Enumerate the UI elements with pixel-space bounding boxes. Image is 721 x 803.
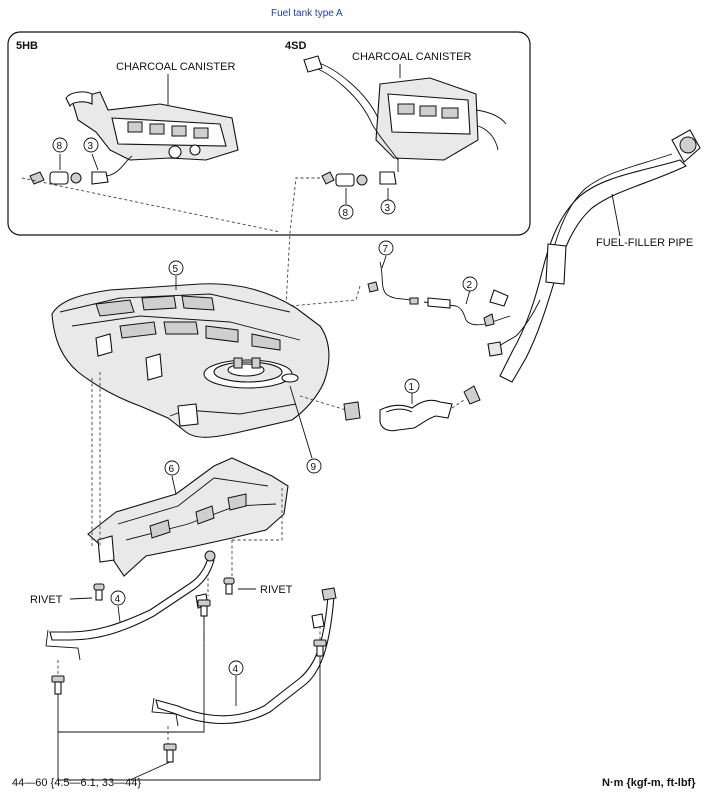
callout-1: 1 bbox=[409, 382, 415, 393]
bolt-3 bbox=[163, 743, 177, 763]
breather-hose-7 bbox=[367, 261, 411, 301]
rivet-left-label: RIVET bbox=[30, 594, 63, 606]
variant-4sd-label: 4SD bbox=[285, 40, 306, 52]
callout-4-lower: 4 bbox=[233, 664, 239, 675]
callout-6: 6 bbox=[169, 464, 175, 475]
torque-spec: 44—60 {4.5—6.1, 33—44} bbox=[12, 777, 141, 789]
vapor-line-2 bbox=[409, 297, 511, 327]
callout-8-5hb: 8 bbox=[57, 141, 63, 152]
filler-hose-1 bbox=[299, 385, 481, 432]
callout-2: 2 bbox=[467, 280, 473, 291]
diagram-title: Fuel tank type A bbox=[271, 8, 343, 19]
rivet-right bbox=[223, 577, 235, 595]
heat-insulator bbox=[87, 457, 289, 577]
rivet-right-label: RIVET bbox=[260, 584, 293, 596]
charcoal-canister-4sd bbox=[303, 55, 507, 172]
fuel-filler-pipe bbox=[487, 129, 701, 383]
charcoal-canister-5hb bbox=[65, 91, 239, 161]
callout-9: 9 bbox=[311, 462, 317, 473]
bolt-1 bbox=[51, 675, 65, 695]
bolt-2 bbox=[197, 599, 211, 617]
canister-label-4sd: CHARCOAL CANISTER bbox=[352, 51, 471, 63]
hose-parts-5hb bbox=[29, 155, 133, 185]
fuel-filler-pipe-label: FUEL-FILLER PIPE bbox=[596, 237, 693, 249]
fuel-tank bbox=[51, 283, 330, 438]
callout-5: 5 bbox=[173, 264, 179, 275]
callout-4-upper: 4 bbox=[115, 594, 121, 605]
variant-5hb-label: 5HB bbox=[16, 40, 38, 52]
rivet-left bbox=[93, 583, 105, 601]
tank-strap-lower bbox=[151, 587, 337, 727]
hose-parts-4sd bbox=[321, 171, 397, 187]
callout-3-4sd: 3 bbox=[385, 203, 391, 214]
callout-7: 7 bbox=[383, 244, 389, 255]
tank-strap-upper bbox=[45, 550, 216, 661]
callout-8-4sd: 8 bbox=[343, 208, 349, 219]
callout-3-5hb: 3 bbox=[88, 141, 94, 152]
canister-label-5hb: CHARCOAL CANISTER bbox=[116, 61, 235, 73]
torque-leaders bbox=[57, 616, 321, 781]
unit-note: N·m {kgf-m, ft-lbf} bbox=[602, 777, 696, 789]
canister-inset: 5HB 4SD CHARCOAL CANISTER CHARCOAL CANIS… bbox=[7, 31, 531, 236]
